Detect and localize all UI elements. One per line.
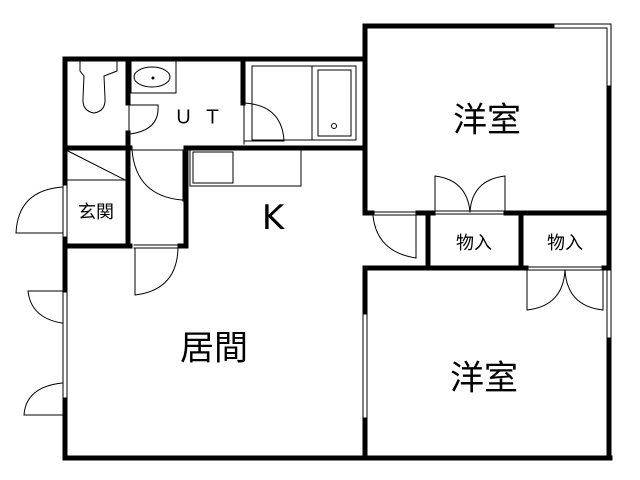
room-label-unit-bath: ＵＴ bbox=[173, 106, 233, 129]
room-label-kitchen: K bbox=[261, 198, 285, 238]
bathtub-frame bbox=[251, 65, 357, 141]
walls bbox=[62, 23, 613, 461]
doors bbox=[15, 102, 605, 416]
toilet-icon bbox=[79, 59, 118, 114]
room-label-western-room-1: 洋室 bbox=[453, 100, 521, 141]
room-label-western-room-2: 洋室 bbox=[450, 358, 518, 399]
kitchen-sink-icon bbox=[192, 151, 234, 184]
entrance-door-swing bbox=[15, 186, 64, 234]
windows bbox=[62, 23, 612, 421]
bathtub-icon bbox=[317, 69, 352, 137]
fixtures bbox=[67, 59, 357, 247]
room-label-living-room: 居間 bbox=[180, 328, 248, 369]
sink-counter bbox=[130, 60, 177, 94]
room-label-closet-1: 物入 bbox=[456, 233, 492, 254]
room-label-entrance: 玄関 bbox=[78, 202, 114, 223]
room-label-closet-2: 物入 bbox=[547, 233, 583, 254]
kitchen-counter bbox=[189, 149, 302, 187]
washbasin-icon bbox=[133, 66, 171, 88]
